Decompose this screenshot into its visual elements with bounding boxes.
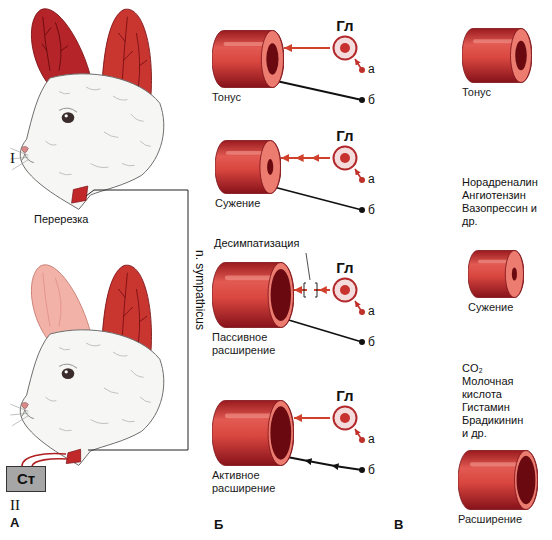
ganglion-shape	[330, 277, 360, 303]
vessel-caption: Расширение	[458, 513, 538, 526]
blood-vessel: Активное расширение	[212, 400, 294, 495]
vessel-caption: Активное расширение	[212, 469, 294, 495]
rabbit-stimulated	[10, 265, 163, 466]
vessel-shape	[212, 400, 294, 466]
substance-list: CO₂ Молочная кислота Гистамин Брадикинин…	[462, 362, 525, 440]
ganglion-circle: Гл	[330, 259, 360, 303]
rabbit-head	[10, 74, 163, 210]
label-text: В	[394, 517, 403, 532]
label-text: а	[368, 304, 375, 318]
blood-vessel: Пассивное расширение	[212, 262, 294, 357]
ganglion-shape	[330, 405, 360, 431]
nerve-cut	[72, 186, 88, 203]
label-text: а	[368, 62, 375, 76]
blood-vessel: Сужение	[215, 140, 281, 210]
label-text: I	[10, 150, 15, 167]
ganglion-shape	[330, 145, 360, 171]
vessel-shape	[462, 28, 532, 83]
vessel-shape	[468, 250, 524, 298]
label-text: б	[368, 203, 375, 217]
ganglion-label: Гл	[330, 387, 360, 405]
vessel-shape	[215, 140, 281, 194]
postganglionic-fibre	[284, 47, 330, 49]
box-label: Ст	[17, 469, 35, 489]
ganglion-label: Гл	[330, 259, 360, 277]
vessel-caption: Сужение	[468, 301, 524, 314]
blood-vessel: Сужение	[468, 250, 524, 314]
vessel-caption: Пассивное расширение	[212, 331, 294, 357]
nerve-bracket	[86, 190, 188, 450]
vessel-caption: Тонус	[212, 91, 284, 104]
ganglion-circle: Гл	[330, 17, 360, 61]
blood-vessel: Тонус	[462, 28, 532, 99]
vessel-shape	[458, 450, 538, 510]
label-text: б	[368, 335, 375, 349]
ganglion-circle: Гл	[330, 127, 360, 171]
preganglionic-fibre	[355, 59, 362, 440]
electrode	[66, 449, 80, 463]
vessel-caption: Сужение	[215, 197, 281, 210]
blood-vessel: Расширение	[458, 450, 538, 526]
label-text: б	[368, 93, 375, 107]
vessel-shape	[212, 262, 294, 328]
label-text: n. sympathicus	[193, 250, 207, 330]
stimulator-box: Ст	[6, 466, 46, 492]
vessel-caption: Тонус	[462, 86, 532, 99]
vessel-shape	[212, 30, 284, 88]
fibre-dot	[359, 67, 365, 473]
desympathization-cut	[304, 253, 317, 298]
label-text: б	[368, 463, 375, 477]
label-text: Десимпатизация	[214, 237, 299, 250]
rabbit-cut-nerve	[10, 9, 163, 210]
ear-pale	[31, 265, 91, 338]
label-text: а	[368, 172, 375, 186]
ear-dilated	[31, 9, 91, 82]
label-text: а	[368, 432, 375, 446]
postganglionic-fibre	[294, 417, 330, 419]
ganglion-label: Гл	[330, 17, 360, 35]
postganglionic-fibre	[281, 157, 330, 159]
ganglion-shape	[330, 35, 360, 61]
rabbit-head	[10, 330, 163, 466]
ganglion-label: Гл	[330, 127, 360, 145]
stimulator-wire	[22, 454, 68, 467]
label-text: Перерезка	[34, 213, 88, 226]
substance-list: Норадреналин Ангиотензин Вазопрессин и д…	[462, 176, 539, 228]
label-text: Б	[214, 517, 223, 532]
blood-vessel: Тонус	[212, 30, 284, 104]
label-text: А	[10, 515, 19, 530]
ganglion-circle: Гл	[330, 387, 360, 431]
label-text: II	[10, 497, 20, 514]
black-fibre	[270, 80, 362, 470]
